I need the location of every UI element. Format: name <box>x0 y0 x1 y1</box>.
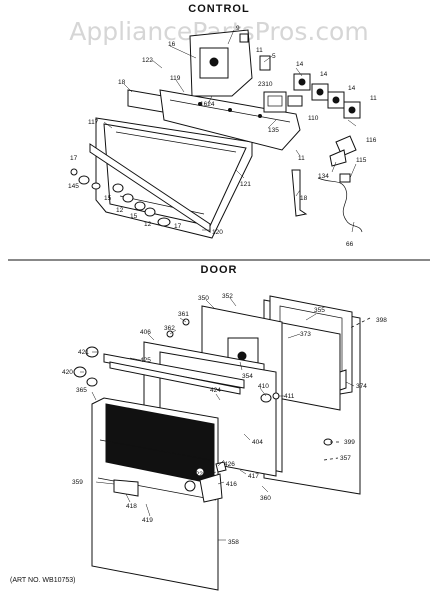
callout-label: 18 <box>300 195 308 202</box>
door-section-title: DOOR <box>201 264 238 276</box>
hinge-right <box>199 473 223 503</box>
callout-label: 116 <box>366 137 377 144</box>
callout-label: 12 <box>144 221 152 228</box>
callout-label: 417 <box>248 473 259 480</box>
callout-label: 120 <box>212 229 223 236</box>
callout-label: 360 <box>260 495 271 502</box>
callout-label: 11 <box>370 95 377 102</box>
callout-label: 17 <box>174 223 182 230</box>
callout-label: 115 <box>356 157 367 164</box>
art-number: (ART NO. WB10753) <box>10 577 76 584</box>
callout-label: 352 <box>222 293 233 300</box>
trim-strip <box>89 143 211 233</box>
callout-label: 406 <box>140 329 151 336</box>
door-callouts: 350 352 355 398 361 373 362 406 421 425 … <box>62 293 387 546</box>
callout-label: 66 <box>346 241 354 248</box>
callout-label: 5 <box>272 53 276 60</box>
callout-label: 110 <box>308 115 319 122</box>
callout-label: 399 <box>344 439 355 446</box>
callout-label: 122 <box>142 57 153 64</box>
callout-label: 425 <box>140 357 151 364</box>
callout-label: 350 <box>198 295 209 302</box>
callout-label: 15 <box>130 213 138 220</box>
callout-label: 2310 <box>258 81 273 88</box>
callout-label: 411 <box>284 393 295 400</box>
side-bracket <box>291 169 308 217</box>
callout-label: 121 <box>240 181 251 188</box>
callout-label: 404 <box>252 439 263 446</box>
control-assembly <box>70 29 363 239</box>
callout-label: 9 <box>236 25 240 32</box>
callout-label: 362 <box>164 325 175 332</box>
callout-label: 14 <box>320 71 328 78</box>
callout-label: 14 <box>296 61 304 68</box>
callout-label: 354 <box>242 373 253 380</box>
callout-label: 422 <box>192 471 203 478</box>
callout-label: 11 <box>298 155 305 162</box>
callout-label: 358 <box>228 539 239 546</box>
callout-label: 12 <box>116 207 124 214</box>
callout-label: 145 <box>68 183 79 190</box>
callout-label: 421 <box>78 349 89 356</box>
callout-label: 14 <box>348 85 356 92</box>
callout-label: 135 <box>268 127 279 134</box>
infinite-switches <box>259 55 361 119</box>
callout-label: 359 <box>72 479 83 486</box>
callout-label: 416 <box>226 481 237 488</box>
callout-label: 16 <box>168 41 176 48</box>
door-handle <box>103 353 245 389</box>
hinge-left <box>113 479 139 497</box>
callout-label: 11 <box>256 47 263 54</box>
door-assembly <box>73 295 371 591</box>
callout-label: 117 <box>88 119 99 126</box>
control-section-title: CONTROL <box>188 3 249 15</box>
clock-module <box>263 91 287 113</box>
callout-label: 361 <box>178 311 189 318</box>
callout-label: 418 <box>126 503 137 510</box>
callout-label: 424 <box>210 387 221 394</box>
callout-label: 119 <box>170 75 181 82</box>
callout-label: 15 <box>104 195 112 202</box>
control-callouts: 16 9 5 11 14 14 14 122 18 119 1624 2310 … <box>68 25 377 248</box>
callout-label: 420 <box>62 369 73 376</box>
callout-label: 374 <box>356 383 367 390</box>
control-knobs <box>70 168 171 227</box>
callout-label: 18 <box>118 79 126 86</box>
callout-label: 426 <box>224 461 235 468</box>
callout-label: 398 <box>376 317 387 324</box>
callout-label: 410 <box>258 383 269 390</box>
callout-label: 365 <box>76 387 87 394</box>
callout-label: 419 <box>142 517 153 524</box>
callout-label: 134 <box>318 173 329 180</box>
callout-label: 357 <box>340 455 351 462</box>
callout-label: 373 <box>300 331 311 338</box>
callout-label: 17 <box>70 155 78 162</box>
callout-label: 1624 <box>200 101 215 108</box>
callout-label: 355 <box>314 307 325 314</box>
wire-harness <box>317 177 363 233</box>
